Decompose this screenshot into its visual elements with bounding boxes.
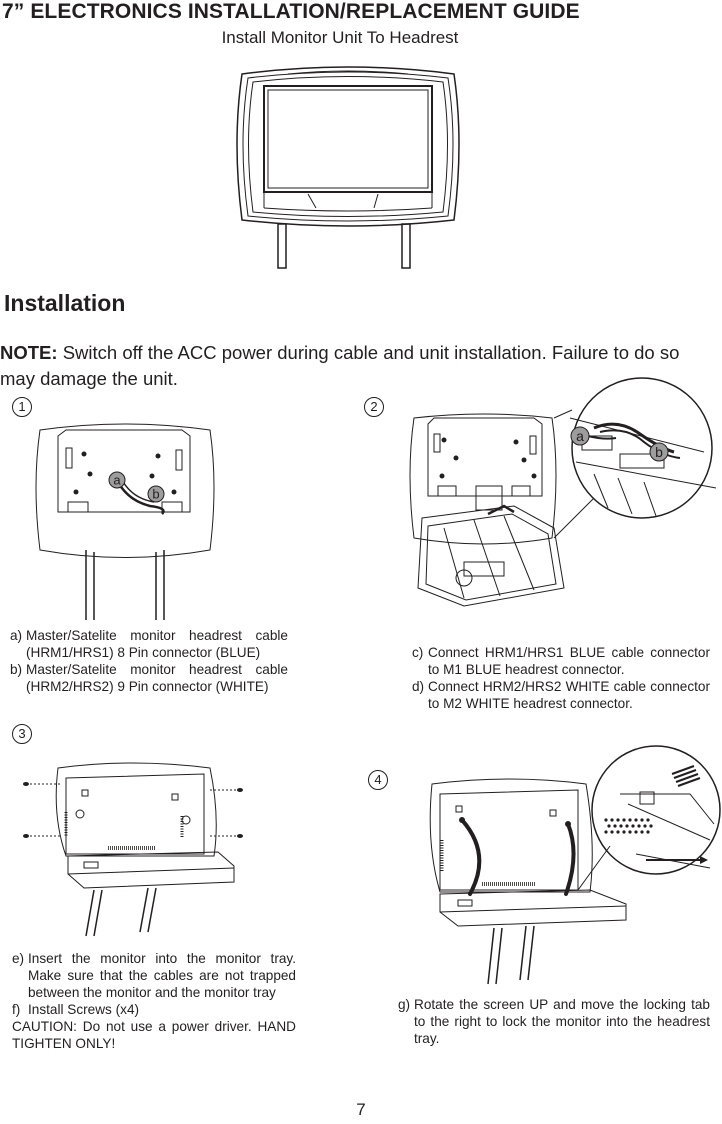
step-1-callout-b: b: [152, 487, 159, 502]
step-1-caption-a-text: Master/Satelite monitor headrest cable (…: [26, 628, 288, 660]
step-4-illustration: [410, 744, 720, 984]
step-3-caption: e)Insert the monitor into the monitor tr…: [12, 950, 296, 1052]
step-4-caption-g-text: Rotate the screen UP and move the lockin…: [414, 997, 710, 1046]
step-2-caption-d-text: Connect HRM2/HRS2 WHITE cable connector …: [428, 679, 710, 711]
step-3-illustration: [23, 756, 243, 936]
step-2-caption-c-label: c): [412, 645, 424, 660]
safety-note: NOTE: Switch off the ACC power during ca…: [0, 340, 716, 392]
page-number: 7: [356, 1100, 366, 1119]
step-1-caption-b-label: b): [10, 662, 23, 677]
step-2-illustration: a b: [404, 378, 722, 642]
step-3-caution: CAUTION: Do not use a power driver. HAND…: [12, 1019, 296, 1051]
step-2-callout-b: b: [655, 444, 663, 460]
step-4-caption-g-label: g): [398, 997, 411, 1012]
step-4-caption: g)Rotate the screen UP and move the lock…: [398, 996, 710, 1047]
step-3-number: 3: [12, 724, 32, 744]
step-3-caption-f-text: Install Screws (x4): [28, 1002, 140, 1017]
step-2-caption: c) Connect HRM1/HRS1 BLUE cable connector…: [412, 644, 710, 712]
step-1-caption-b-text: Master/Satelite monitor headrest cable (…: [26, 662, 288, 694]
step-1-callout-a: a: [113, 473, 121, 488]
step-1-number: 1: [12, 397, 32, 417]
headrest-monitor-illustration: [228, 62, 468, 272]
page-title: 7” ELECTRONICS INSTALLATION/REPLACEMENT …: [2, 0, 580, 23]
step-2-caption-d-label: d): [412, 679, 425, 694]
note-text: Switch off the ACC power during cable an…: [0, 342, 680, 389]
page-subtitle: Install Monitor Unit To Headrest: [221, 28, 459, 47]
step-3-caption-f-label: f): [12, 1002, 21, 1017]
step-1-illustration: a b: [30, 420, 220, 620]
step-2-caption-c-text: Connect HRM1/HRS1 BLUE cable connector t…: [428, 645, 710, 677]
step-1-caption: a)Master/Satelite monitor headrest cable…: [10, 627, 288, 695]
section-heading: Installation: [4, 290, 126, 316]
step-1-caption-a-label: a): [10, 628, 23, 643]
note-label: NOTE:: [0, 342, 58, 363]
step-4-number: 4: [368, 770, 388, 790]
step-3-caption-e-label: e): [12, 951, 25, 966]
step-2-callout-a: a: [576, 428, 584, 444]
step-3-caption-e-text: Insert the monitor into the monitor tray…: [28, 951, 296, 1000]
step-2-number: 2: [364, 397, 384, 417]
